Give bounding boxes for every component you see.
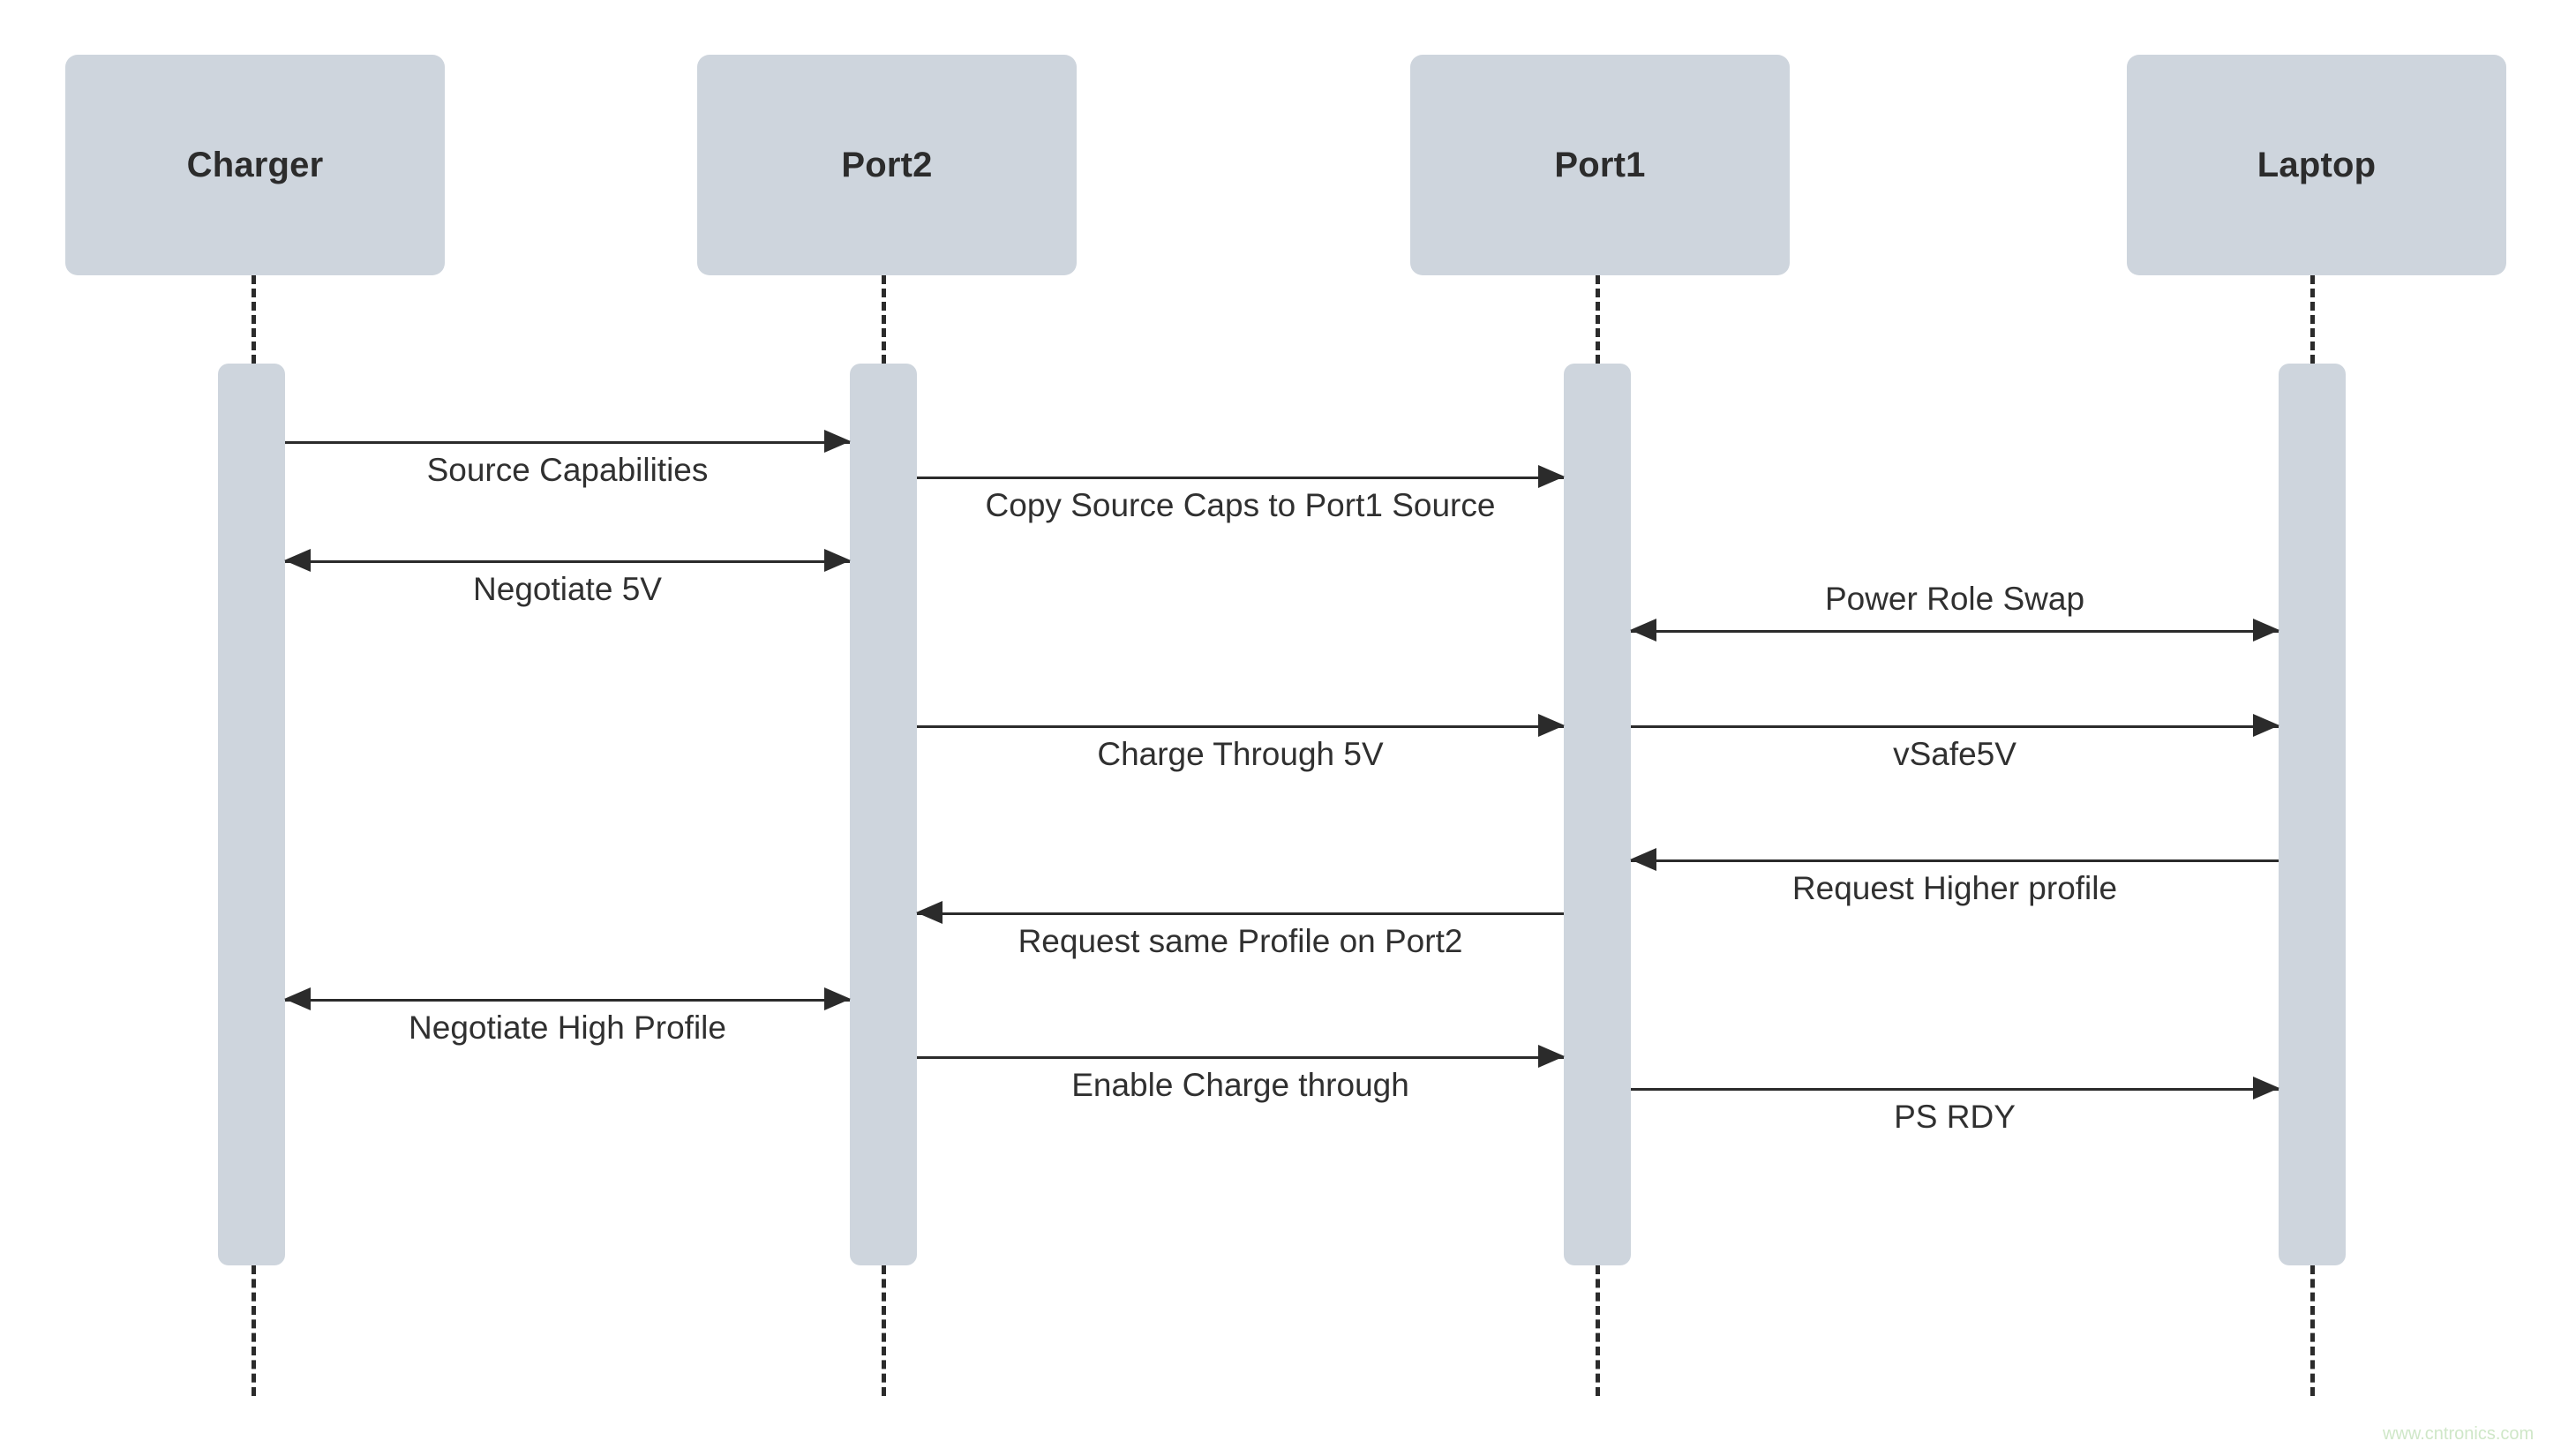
arrowhead-right-icon-m6 (2253, 714, 2279, 737)
arrowhead-right-icon-m10 (1538, 1045, 1565, 1068)
message-line-m8 (917, 912, 1564, 915)
arrowhead-right-icon-m1 (824, 430, 851, 453)
message-line-m4 (1631, 630, 2279, 633)
activation-bar-charger (218, 364, 285, 1265)
arrowhead-right-icon-m4 (2253, 619, 2279, 642)
arrowhead-left-icon-m9 (284, 987, 311, 1010)
message-line-m7 (1631, 859, 2279, 862)
activation-bar-port2 (850, 364, 917, 1265)
lifeline-top-port1 (1596, 275, 1600, 364)
lifeline-bottom-laptop (2310, 1265, 2315, 1396)
arrowhead-right-icon-m9 (824, 987, 851, 1010)
lifeline-bottom-port1 (1596, 1265, 1600, 1396)
message-label-m2: Copy Source Caps to Port1 Source (985, 487, 1496, 523)
watermark-text: www.cntronics.com (2383, 1424, 2535, 1444)
participant-label-port1: Port1 (1554, 145, 1646, 184)
lifeline-top-charger (252, 275, 256, 364)
arrowhead-right-icon-m5 (1538, 714, 1565, 737)
arrowhead-left-icon-m3 (284, 549, 311, 572)
message-label-m3: Negotiate 5V (473, 571, 662, 607)
activation-bar-laptop (2279, 364, 2346, 1265)
participant-head-charger[interactable]: Charger (65, 55, 445, 275)
message-line-m1 (285, 441, 850, 444)
message-label-m10: Enable Charge through (1071, 1067, 1409, 1103)
message-label-m7: Request Higher profile (1791, 870, 2118, 906)
activation-bar-port1 (1564, 364, 1631, 1265)
message-line-m5 (917, 725, 1564, 728)
lifeline-top-port2 (882, 275, 886, 364)
message-label-m6: vSafe5V (1893, 736, 2016, 772)
message-line-m9 (285, 999, 850, 1002)
message-label-m1: Source Capabilities (426, 452, 709, 488)
message-label-m9: Negotiate High Profile (409, 1009, 726, 1046)
lifeline-bottom-port2 (882, 1265, 886, 1396)
lifeline-bottom-charger (252, 1265, 256, 1396)
message-label-m8: Request same Profile on Port2 (1018, 923, 1463, 959)
message-line-m10 (917, 1056, 1564, 1059)
arrowhead-left-icon-m7 (1630, 848, 1656, 871)
lifeline-top-laptop (2310, 275, 2315, 364)
participant-head-laptop[interactable]: Laptop (2127, 55, 2506, 275)
message-label-m11: PS RDY (1894, 1099, 2016, 1135)
message-label-m4: Power Role Swap (1824, 581, 2085, 617)
participant-label-port2: Port2 (841, 145, 933, 184)
message-line-m6 (1631, 725, 2279, 728)
message-label-m5: Charge Through 5V (1097, 736, 1384, 772)
arrowhead-left-icon-m8 (916, 901, 943, 924)
arrowhead-left-icon-m4 (1630, 619, 1656, 642)
participant-label-laptop: Laptop (2257, 145, 2377, 184)
message-line-m11 (1631, 1088, 2279, 1091)
arrowhead-right-icon-m2 (1538, 465, 1565, 488)
arrowhead-right-icon-m11 (2253, 1077, 2279, 1100)
participant-head-port1[interactable]: Port1 (1410, 55, 1790, 275)
participant-label-charger: Charger (186, 145, 324, 184)
message-line-m2 (917, 477, 1564, 479)
message-line-m3 (285, 560, 850, 563)
participant-head-port2[interactable]: Port2 (697, 55, 1077, 275)
arrowhead-right-icon-m3 (824, 549, 851, 572)
